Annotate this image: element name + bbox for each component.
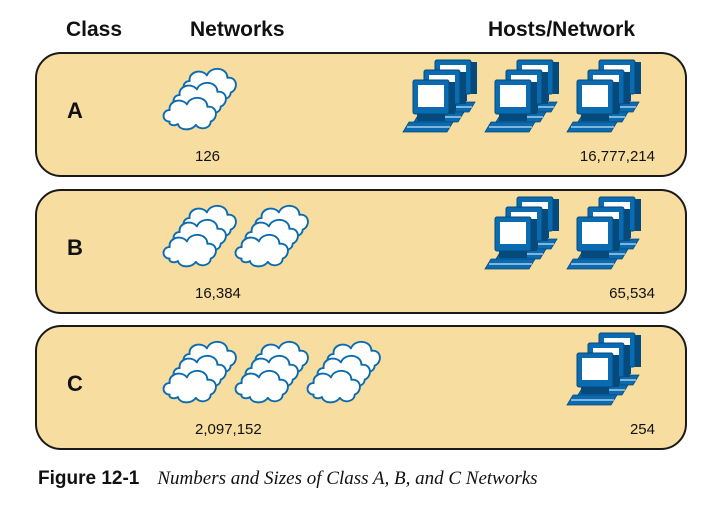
class-a-letter: A [67, 98, 83, 123]
class-c-icons [162, 332, 641, 406]
class-a-host-count: 16,777,214 [579, 148, 655, 165]
computer-stack-icon [484, 196, 559, 270]
class-b-host-count: 65,534 [609, 285, 655, 302]
class-b-row: B 16,384 65,534 [35, 189, 687, 314]
class-c-row: C 2,097,152 254 [35, 325, 687, 450]
class-b-icons [162, 196, 641, 270]
class-a-icons [162, 59, 641, 133]
computer-stack-icon [402, 59, 477, 133]
cloud-group-icon [234, 204, 309, 268]
computer-stack-icon [566, 196, 641, 270]
computer-stack-icon [566, 332, 641, 406]
class-b-letter: B [67, 235, 83, 260]
header-hosts-per-network: Hosts/Network [488, 18, 636, 41]
cloud-group-icon [162, 340, 237, 404]
header-networks: Networks [190, 18, 285, 41]
computer-stack-icon [484, 59, 559, 133]
class-c-letter: C [67, 371, 83, 396]
figure-title: Numbers and Sizes of Class A, B, and C N… [157, 468, 538, 489]
header-class: Class [66, 18, 123, 41]
class-c-network-count: 2,097,152 [195, 421, 262, 438]
class-b-network-count: 16,384 [195, 285, 241, 302]
cloud-group-icon [162, 67, 237, 131]
cloud-group-icon [162, 204, 237, 268]
class-c-host-count: 254 [629, 421, 655, 438]
class-a-network-count: 126 [195, 148, 221, 165]
figure-number: Figure 12-1 [38, 468, 140, 489]
class-a-row: A 126 16,777,214 [35, 52, 687, 177]
computer-stack-icon [566, 59, 641, 133]
cloud-group-icon [234, 340, 309, 404]
cloud-group-icon [306, 340, 381, 404]
figure-caption: Figure 12-1 Numbers and Sizes of Class A,… [38, 468, 538, 490]
